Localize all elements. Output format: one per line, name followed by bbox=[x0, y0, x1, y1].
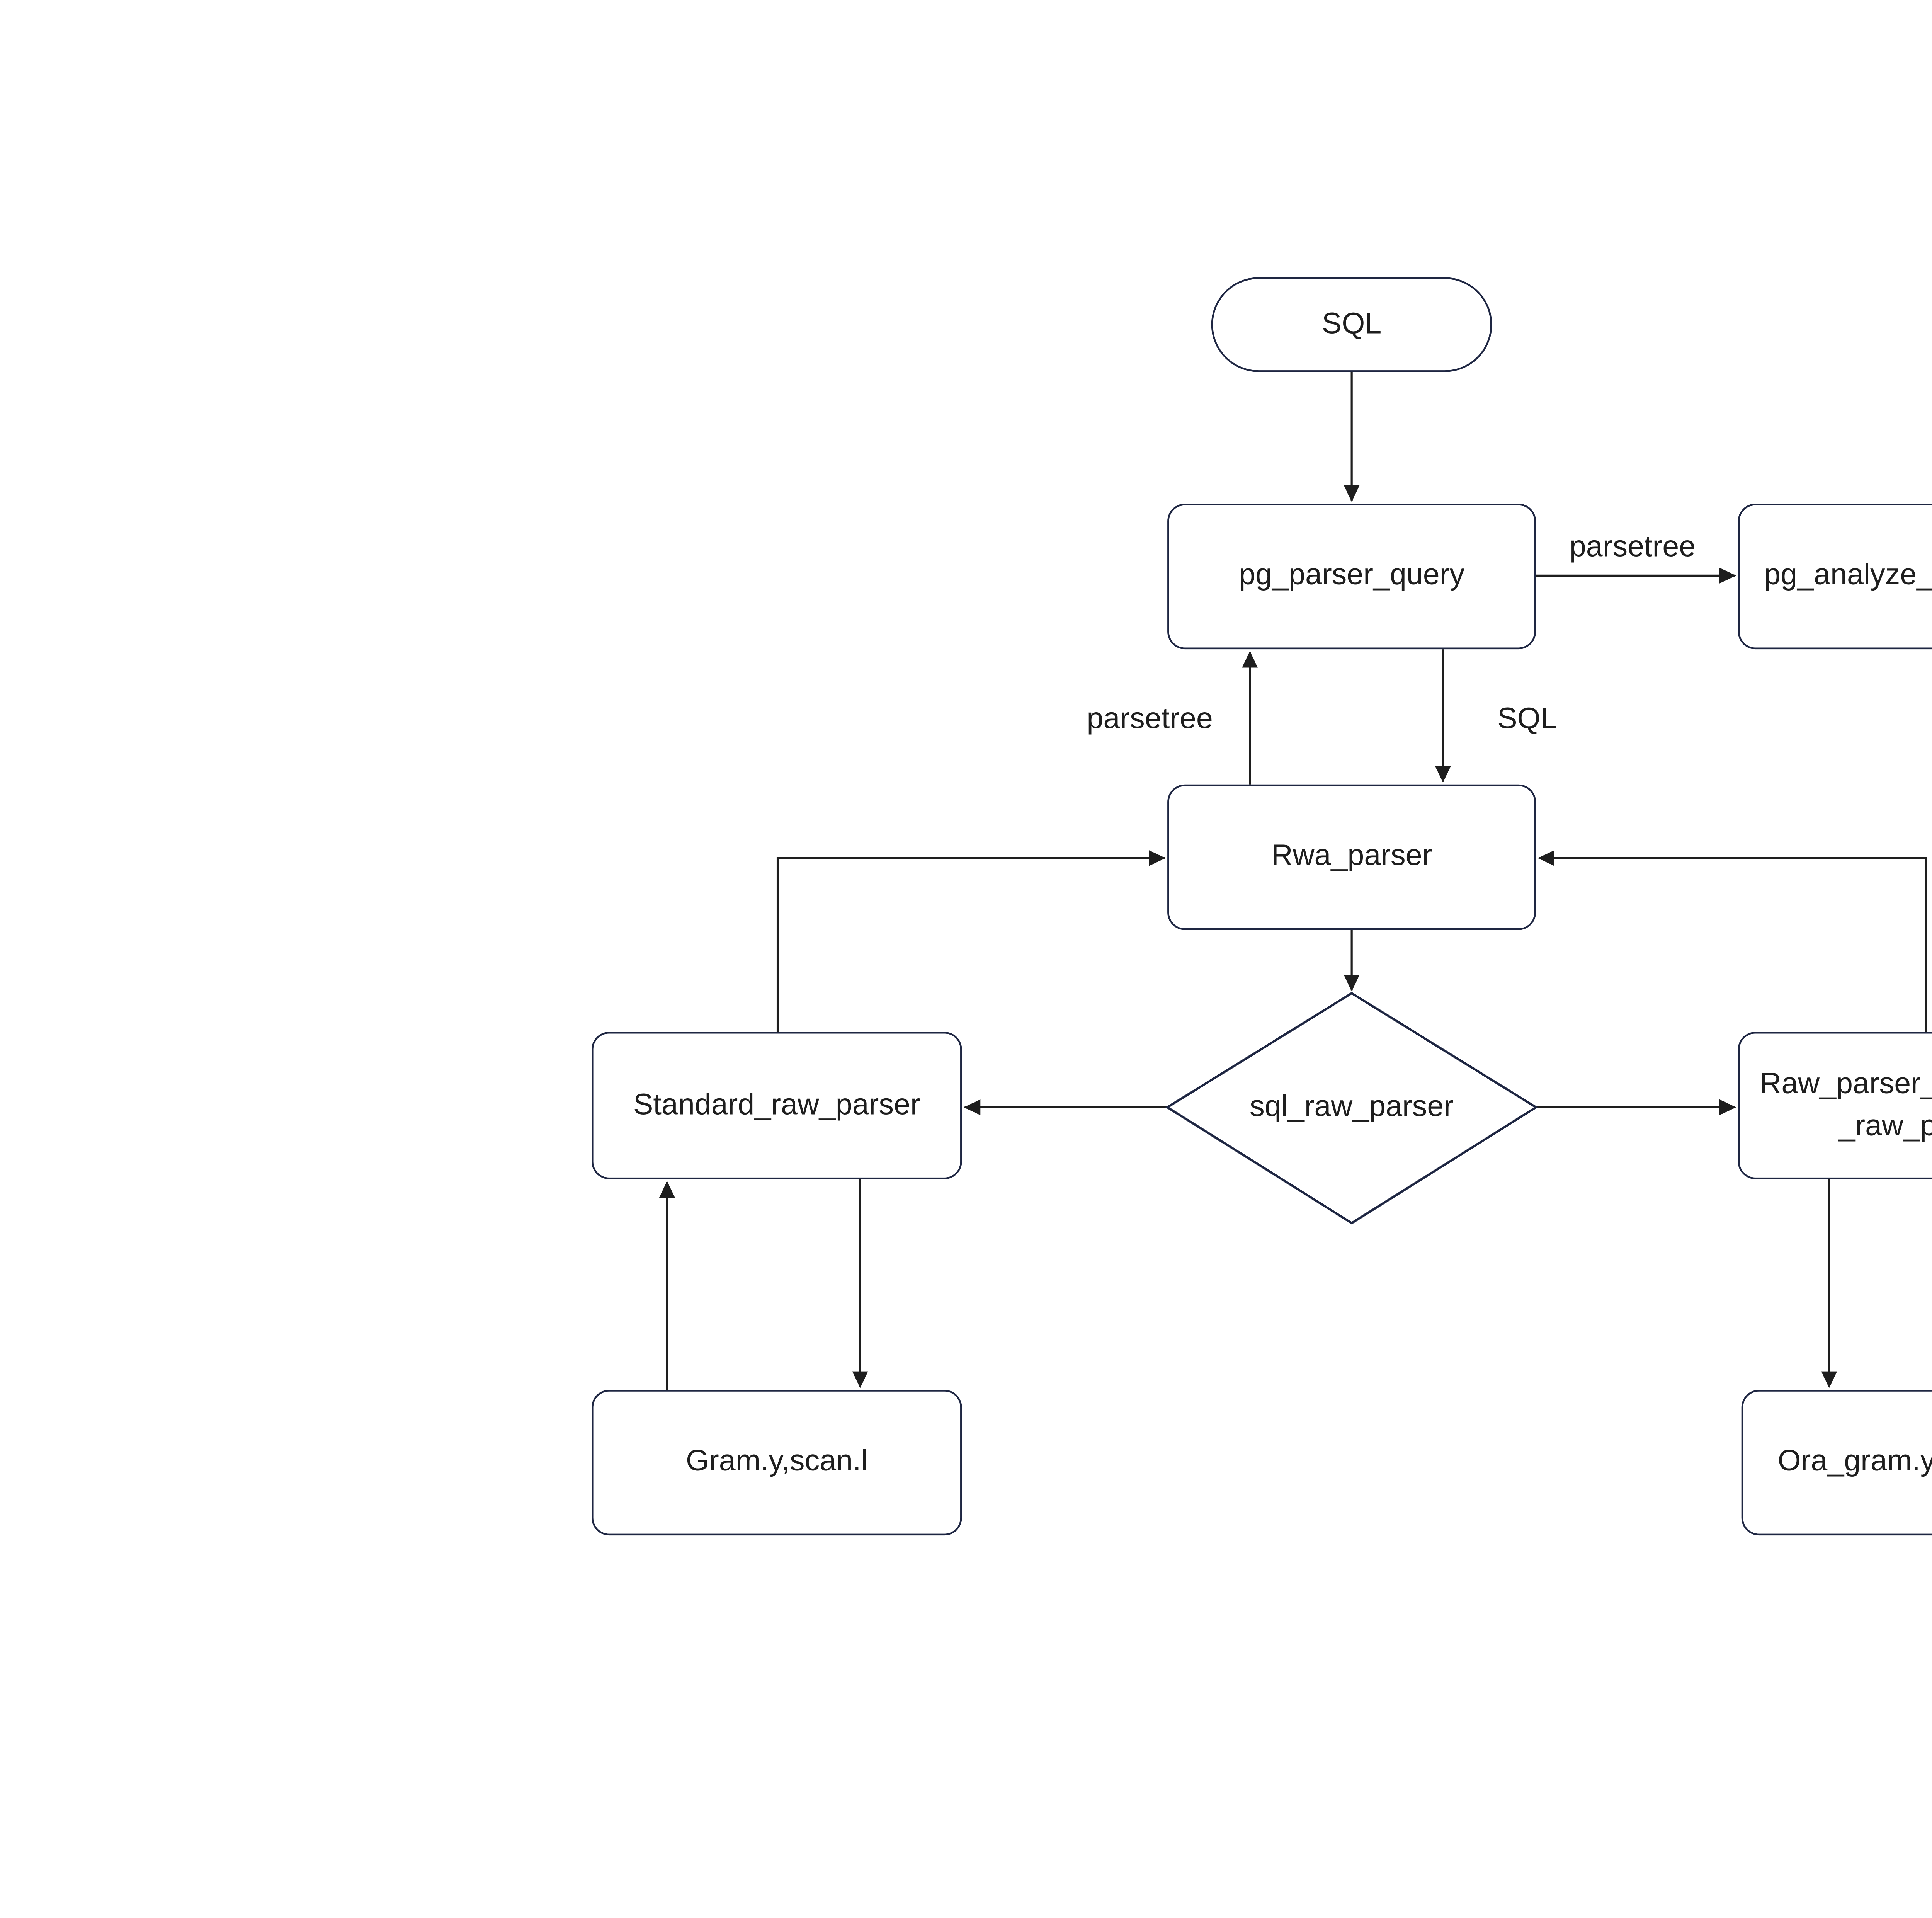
node-pg-parser-query: pg_parser_query bbox=[1167, 504, 1536, 650]
node-pg-parser-query-label: pg_parser_query bbox=[1239, 558, 1465, 592]
arrow-standard-raw-parser-to-rwa-parser bbox=[776, 850, 1166, 1032]
node-gram-scan-label: Gram.y,scan.l bbox=[685, 1445, 868, 1479]
node-ora-gram-scan: Ora_gram.y,ora_scan.l bbox=[1741, 1390, 1932, 1536]
arrow-raw-parser-hook-to-rwa-parser bbox=[1537, 850, 1927, 1032]
node-ora-gram-scan-label: Ora_gram.y,ora_scan.l bbox=[1777, 1445, 1932, 1479]
edge-label-parsetree-top: parsetree bbox=[1569, 530, 1696, 563]
node-sql-raw-parser: sql_raw_parser bbox=[1167, 993, 1536, 1223]
node-sql-input: SQL bbox=[1211, 277, 1492, 372]
node-sql-input-label: SQL bbox=[1321, 307, 1382, 340]
edge-label-parsetree-left: parsetree bbox=[1087, 702, 1213, 735]
node-rwa-parser-label: Rwa_parser bbox=[1271, 839, 1432, 873]
node-sql-raw-parser-label: sql_raw_parser bbox=[1250, 1090, 1454, 1124]
node-raw-parser-hook: Raw_parser_hook(oracle_raw_parser) bbox=[1738, 1031, 1932, 1179]
node-standard-raw-parser-label: Standard_raw_parser bbox=[633, 1087, 920, 1122]
node-pg-analyze-and-rewrite: pg_analyze_and_rewrite bbox=[1738, 504, 1932, 650]
node-standard-raw-parser: Standard_raw_parser bbox=[592, 1031, 962, 1179]
node-gram-scan: Gram.y,scan.l bbox=[592, 1390, 962, 1536]
node-rwa-parser: Rwa_parser bbox=[1167, 784, 1536, 930]
node-pg-analyze-and-rewrite-label: pg_analyze_and_rewrite bbox=[1764, 558, 1932, 592]
sql-raw-parser-diamond-shape bbox=[1165, 992, 1538, 1225]
edge-label-sql-right: SQL bbox=[1497, 702, 1557, 735]
node-raw-parser-hook-label: Raw_parser_hook(oracle_raw_parser) bbox=[1760, 1067, 1932, 1143]
